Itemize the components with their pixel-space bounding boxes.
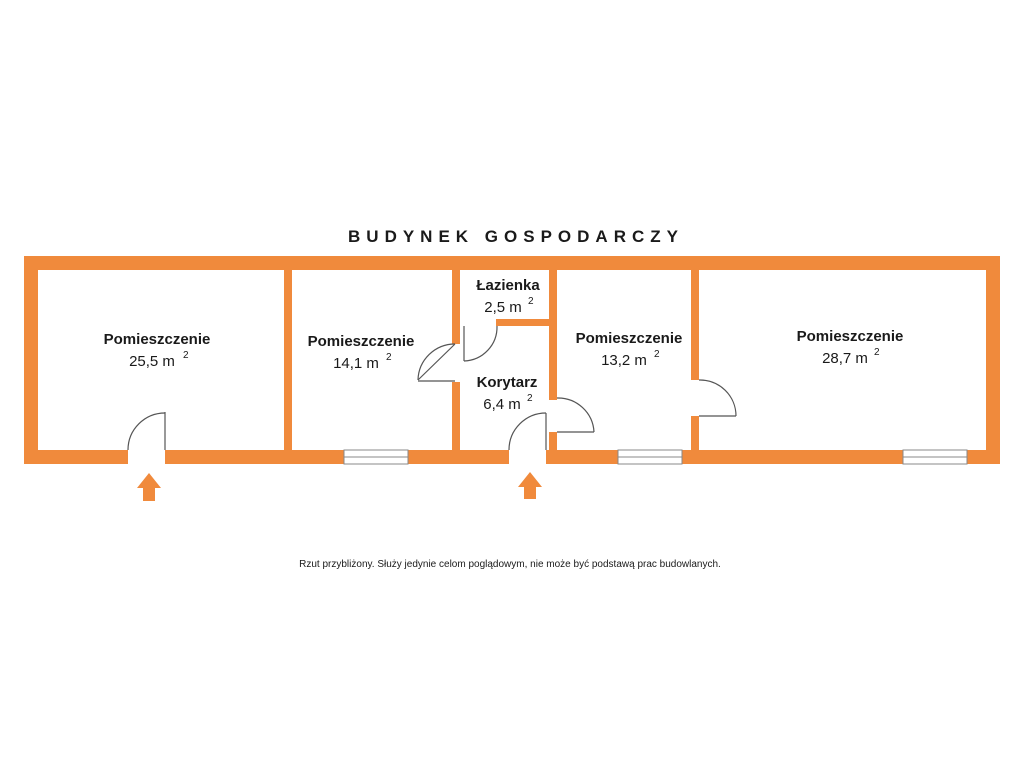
outer-wall-top — [24, 256, 1000, 270]
door-swing-icon — [463, 325, 498, 362]
wall-2 — [452, 270, 460, 344]
disclaimer: Rzut przybliżony. Służy jedynie celom po… — [299, 559, 721, 570]
room-area-unit: 2 — [528, 296, 534, 307]
room-name: Pomieszczenie — [576, 330, 683, 347]
room-label: Korytarz 6,4 m 2 — [477, 374, 538, 413]
wall-4b — [691, 416, 699, 450]
outer-wall-right — [986, 256, 1000, 464]
room-name: Korytarz — [477, 374, 538, 391]
room-area: 14,1 m — [333, 355, 379, 372]
room-label: Łazienka 2,5 m 2 — [476, 277, 540, 316]
wall-1 — [284, 270, 292, 450]
entrances — [137, 472, 542, 501]
wall-3 — [549, 270, 557, 400]
wall-2b — [452, 382, 460, 450]
door-gap-1 — [128, 449, 165, 465]
room-label: Pomieszczenie 14,1 m 2 — [308, 333, 415, 372]
room-area-unit: 2 — [654, 349, 660, 360]
outer-wall-left — [24, 256, 38, 464]
wall-4 — [691, 270, 699, 380]
room-name: Pomieszczenie — [308, 333, 415, 350]
bathroom-wall — [496, 319, 549, 326]
window-icon — [343, 449, 409, 465]
door-openings — [128, 319, 546, 465]
plan-title: BUDYNEK GOSPODARCZY — [348, 227, 684, 246]
window-icon — [902, 449, 968, 465]
room-labels: Pomieszczenie 25,5 m 2 Pomieszczenie 14,… — [104, 277, 904, 413]
room-area: 13,2 m — [601, 352, 647, 369]
door-swing-icon — [556, 397, 595, 433]
door-swing-icon — [127, 412, 166, 451]
door-swing-icon — [508, 412, 547, 451]
room-area: 6,4 m — [483, 396, 521, 413]
room-area: 2,5 m — [484, 299, 522, 316]
room-area-unit: 2 — [874, 347, 880, 358]
door-gap-2 — [509, 449, 546, 465]
room-name: Łazienka — [476, 277, 540, 294]
door-gap-3 — [460, 319, 496, 326]
door-swing-icon — [698, 379, 737, 417]
room-area: 28,7 m — [822, 350, 868, 367]
room-name: Pomieszczenie — [797, 328, 904, 345]
door-swing-icon — [417, 343, 456, 382]
windows — [343, 449, 968, 465]
doors — [127, 325, 737, 451]
room-area-unit: 2 — [183, 350, 189, 361]
up-arrow-icon — [518, 472, 542, 499]
up-arrow-icon — [137, 473, 161, 501]
room-label: Pomieszczenie 25,5 m 2 — [104, 331, 211, 370]
room-label: Pomieszczenie 13,2 m 2 — [576, 330, 683, 369]
room-area: 25,5 m — [129, 353, 175, 370]
room-name: Pomieszczenie — [104, 331, 211, 348]
room-area-unit: 2 — [527, 393, 533, 404]
wall-3b — [549, 432, 557, 450]
room-label: Pomieszczenie 28,7 m 2 — [797, 328, 904, 367]
window-icon — [617, 449, 683, 465]
room-area-unit: 2 — [386, 352, 392, 363]
